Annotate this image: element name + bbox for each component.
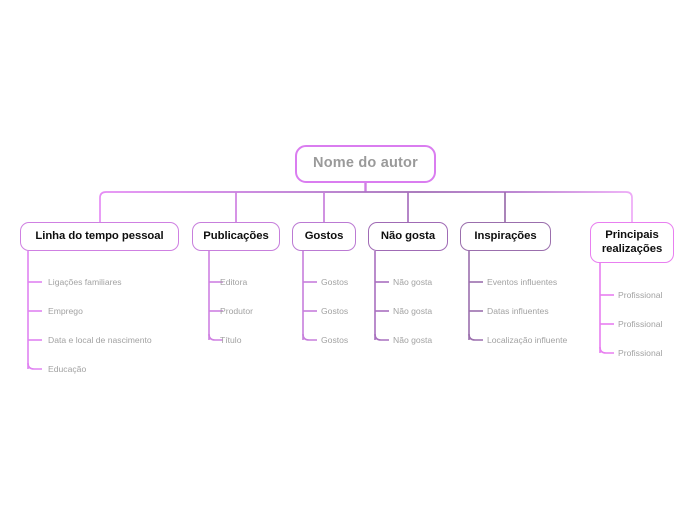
root-node[interactable]: Nome do autor bbox=[295, 145, 436, 183]
topic-node-label: Inspirações bbox=[474, 229, 537, 242]
wire-stub-5-3 bbox=[468, 333, 483, 341]
leaf-item[interactable]: Não gosta bbox=[393, 335, 433, 345]
topic-node-linha-do-tempo-pessoal[interactable]: Linha do tempo pessoal bbox=[20, 222, 179, 251]
leaf-item[interactable]: Emprego bbox=[48, 306, 83, 316]
leaf-item[interactable]: Data e local de nascimento bbox=[48, 335, 152, 345]
topic-node-label: Linha do tempo pessoal bbox=[35, 229, 164, 242]
leaf-item[interactable]: Gostos bbox=[321, 335, 349, 345]
leaf-item[interactable]: Profissional bbox=[618, 290, 663, 300]
leaf-item[interactable]: Localização influente bbox=[487, 335, 568, 345]
topic-node-principais-realizacoes[interactable]: Principais realizações bbox=[590, 222, 674, 263]
topic-node-nao-gosta[interactable]: Não gosta bbox=[368, 222, 448, 251]
leaf-item[interactable]: Gostos bbox=[321, 306, 349, 316]
topic-node-label: Publicações bbox=[203, 229, 269, 242]
wire-stub-6-3 bbox=[599, 346, 614, 354]
leaf-item[interactable]: Profissional bbox=[618, 319, 663, 329]
wire-stub-1-4 bbox=[27, 362, 42, 370]
topic-node-publicacoes[interactable]: Publicações bbox=[192, 222, 280, 251]
leaf-item[interactable]: Gostos bbox=[321, 277, 349, 287]
leaf-item[interactable]: Título bbox=[220, 335, 242, 345]
wire-bus bbox=[99, 191, 633, 222]
leaf-item[interactable]: Produtor bbox=[220, 306, 253, 316]
wire-stub-3-3 bbox=[302, 333, 317, 341]
leaf-item[interactable]: Eventos influentes bbox=[487, 277, 558, 287]
leaf-item[interactable]: Educação bbox=[48, 364, 87, 374]
topic-node-label: Não gosta bbox=[380, 229, 436, 242]
topic-node-label-line2: realizações bbox=[601, 242, 663, 255]
leaf-item[interactable]: Editora bbox=[220, 277, 248, 287]
leaf-item[interactable]: Não gosta bbox=[393, 306, 433, 316]
topic-node-label-line1: Principais bbox=[605, 229, 659, 242]
topic-node-inspiracoes[interactable]: Inspirações bbox=[460, 222, 551, 251]
topic-node-gostos[interactable]: Gostos bbox=[292, 222, 356, 251]
topic-node-label: Gostos bbox=[304, 229, 344, 242]
leaf-item[interactable]: Não gosta bbox=[393, 277, 433, 287]
root-node-label: Nome do autor bbox=[313, 155, 418, 172]
wire-stub-4-3 bbox=[374, 333, 389, 341]
leaf-item[interactable]: Ligações familiares bbox=[48, 277, 122, 287]
leaf-item[interactable]: Datas influentes bbox=[487, 306, 549, 316]
leaf-item[interactable]: Profissional bbox=[618, 348, 663, 358]
